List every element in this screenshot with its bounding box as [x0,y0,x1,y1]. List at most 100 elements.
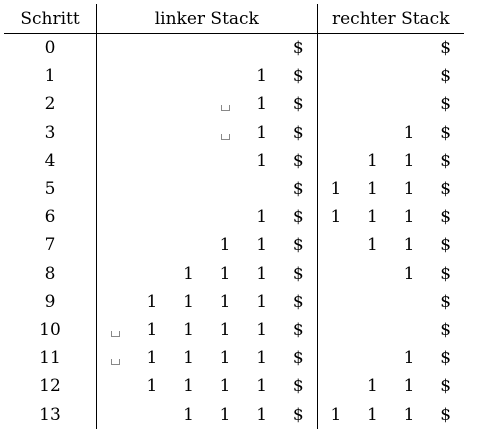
header-left-stack: linker Stack [96,4,318,34]
right-stack-cell: 1 [367,207,378,228]
left-stack-cell: 1 [256,122,268,143]
right-stack-cell [354,316,391,344]
right-stack-cell [354,260,391,288]
right-stack-cell: 1 [367,150,378,171]
right-stack-cell [354,62,391,90]
right-stack-cell: 1 [330,207,342,228]
blank-symbol-icon [110,359,120,366]
right-stack-cell: 1 [403,376,415,397]
left-stack-cell [207,119,244,147]
left-stack-cell [134,231,171,259]
left-stack-cell [97,90,134,118]
step-cell: 6 [4,203,97,232]
left-stack-cell: 1 [256,150,268,171]
header-right-stack: rechter Stack [317,4,464,34]
step-cell: 2 [4,90,97,119]
left-stack-cell [97,175,134,203]
left-stack-cell [243,34,280,63]
right-stack-cell [354,90,391,118]
step-cell: 13 [4,400,97,429]
left-stack-cell [134,400,171,428]
left-stack-cell [97,372,134,400]
right-stack-cell [354,288,391,316]
left-stack-cell: $ [279,344,318,373]
left-stack-cell [97,62,134,90]
left-stack-cell [134,119,171,147]
right-stack-cell [317,62,354,90]
right-stack-cell [317,147,354,175]
step-cell: 5 [4,174,97,204]
left-stack-cell: 1 [256,94,268,115]
left-stack-cell: 1 [183,404,194,425]
table-row: 0$$ [4,33,464,63]
right-stack-cell: 1 [367,376,378,397]
right-stack-cell: $ [440,207,452,228]
left-stack-cell: $ [279,118,318,147]
left-stack-cell: 1 [219,376,231,397]
left-stack-cell [97,400,134,428]
stack-table: Schritt linker Stack rechter Stack 0$$ 1 1… [4,4,464,429]
left-stack-cell [170,231,207,259]
left-stack-cell [97,316,134,344]
left-stack-cell: 1 [256,291,268,312]
left-stack-cell: 1 [183,348,194,369]
left-stack-cell: $ [279,259,318,288]
header-row: Schritt linker Stack rechter Stack [4,4,464,34]
right-stack-cell: $ [440,376,452,397]
left-stack-cell: 1 [256,66,268,87]
right-stack-cell [317,260,354,288]
left-stack-cell: $ [279,315,318,345]
right-stack-cell: 1 [403,263,415,284]
left-stack-cell: 1 [219,291,231,312]
right-stack-cell: 1 [403,122,415,143]
left-stack-cell [207,203,244,231]
right-stack-cell [391,316,428,344]
right-stack-cell: 1 [367,179,378,200]
right-stack-cell [354,34,391,63]
right-stack-cell: $ [440,348,452,369]
step-cell: 12 [4,372,97,401]
right-stack-cell: $ [440,291,452,312]
right-stack-cell [317,90,354,118]
right-stack-cell: $ [440,94,452,115]
left-stack-cell [207,175,244,203]
left-stack-cell [97,288,134,316]
left-stack-cell [134,62,171,90]
left-stack-cell: 1 [256,376,268,397]
right-stack-cell: 1 [367,235,378,256]
left-stack-cell [170,203,207,231]
blank-symbol-icon [220,133,230,140]
right-stack-cell: 1 [403,207,415,228]
left-stack-cell [97,260,134,288]
left-stack-cell [134,147,171,175]
right-stack-cell: $ [440,404,452,425]
left-stack-cell [97,344,134,372]
step-cell: 3 [4,118,97,147]
right-stack-cell: $ [440,319,452,340]
left-stack-cell [170,147,207,175]
left-stack-cell [97,119,134,147]
left-stack-cell: 1 [256,319,268,340]
right-stack-cell: $ [440,122,452,143]
right-stack-cell [391,90,428,118]
left-stack-cell: 1 [146,376,158,397]
table-row: 3 1 $1 $ [4,118,464,147]
left-stack-cell: $ [279,287,318,316]
right-stack-cell: $ [440,66,452,87]
left-stack-cell: 1 [183,376,194,397]
right-stack-cell [354,119,391,147]
right-stack-cell: $ [440,263,452,284]
left-stack-cell [97,231,134,259]
left-stack-cell: $ [279,146,318,175]
right-stack-cell: $ [440,150,452,171]
